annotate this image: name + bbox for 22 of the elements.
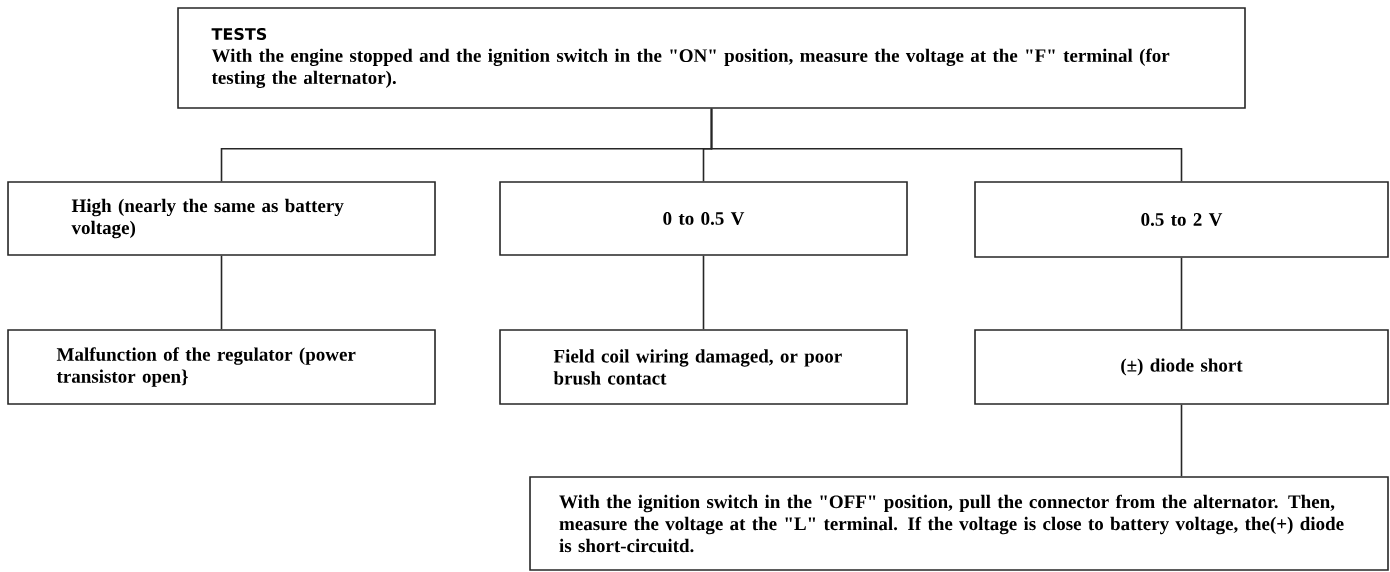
- box-heading: TESTS: [211, 27, 267, 41]
- process-box: [529, 476, 1389, 571]
- box-text: (±) diode short: [1121, 358, 1243, 376]
- process-box: [7, 329, 436, 405]
- box-text: Field coil wiring damaged, or poor brush contact: [553, 349, 842, 385]
- box-text: With the ignition switch in the "OFF" position, pull the connector from the alternator. Then, measure the voltage at the "L" terminal. If the voltage is close to battery voltage, the(+) diode is short-circuitd.: [559, 494, 1344, 553]
- connector-line: [702, 255, 705, 330]
- process-box: [974, 181, 1389, 258]
- box-text: 0.5 to 2 V: [1141, 213, 1223, 226]
- box-text: With the engine stopped and the ignition switch in the "ON" position, measure the voltage at the "F" terminal (for testing the alternator).: [211, 48, 1170, 88]
- process-box: [499, 181, 908, 256]
- connector-line: [220, 255, 223, 330]
- connector-line: [710, 108, 1183, 182]
- connector-line: [1180, 404, 1183, 477]
- box-text: 0 to 0.5 V: [663, 212, 745, 225]
- box-text: Malfunction of the regulator (power transistor open}: [56, 347, 356, 387]
- process-box: [499, 329, 908, 405]
- process-box: [177, 7, 1246, 109]
- connector-line: [1180, 257, 1183, 330]
- process-box: [974, 329, 1389, 405]
- process-box: [7, 181, 436, 256]
- box-text: High (nearly the same as battery voltage): [71, 198, 344, 239]
